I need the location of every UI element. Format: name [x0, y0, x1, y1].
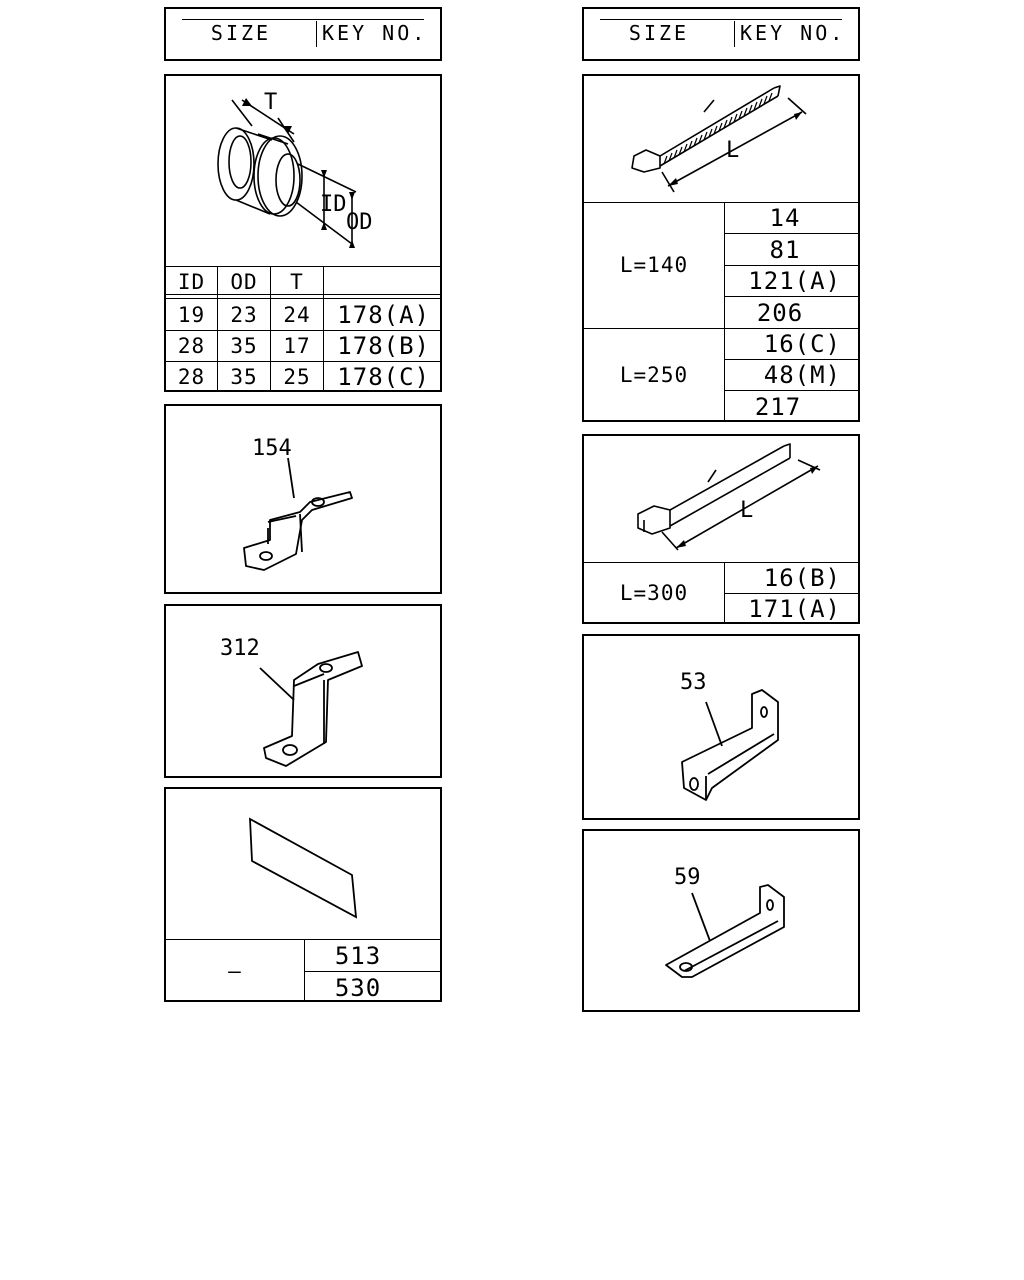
header-rule: [600, 19, 842, 20]
grommet-header-id: ID: [177, 270, 206, 294]
tie-small-rule-5: [724, 390, 860, 391]
plate-size: –: [228, 958, 242, 983]
grommet-drawing: [217, 98, 357, 248]
bracket-59-drawing: [665, 884, 785, 978]
right-header-box: SIZE KEY NO.: [582, 7, 860, 61]
grommet-row-2-key: 178(B): [337, 332, 430, 360]
tie-small-size-140: L=140: [619, 253, 689, 277]
tie-small-size-250: L=250: [619, 363, 689, 387]
plate-key-1: 513: [334, 941, 382, 970]
tie-small-table-top: [584, 202, 860, 203]
plate-box: – 513 530: [164, 787, 442, 1002]
grommet-row-1-id: 19: [177, 303, 206, 327]
tie-small-rule-1: [724, 233, 860, 234]
header-separator: [316, 21, 317, 47]
grommet-box: T ID OD ID OD T 19 23 24 178(A) 28 35 17…: [164, 74, 442, 392]
grommet-row-2-t: 17: [283, 334, 311, 358]
grommet-row-2-od: 35: [230, 334, 258, 358]
bracket-59-box: 59: [582, 829, 860, 1012]
left-header-box: SIZE KEY NO.: [164, 7, 442, 61]
tie-small-key-16c: 16(C): [763, 330, 841, 358]
grommet-table-col-2: [270, 266, 271, 392]
header-separator: [734, 21, 735, 47]
grommet-row-3-od: 35: [230, 365, 258, 389]
tie-small-key-121a: 121(A): [748, 267, 841, 295]
tie-small-rule-4: [724, 359, 860, 360]
tie-large-rule-1: [724, 593, 860, 594]
tie-large-key-171a: 171(A): [748, 595, 841, 623]
tie-small-rule-2: [724, 265, 860, 266]
bracket-154-label: 154: [252, 436, 292, 461]
grommet-row-1-od: 23: [230, 303, 258, 327]
tie-small-dim-label: L: [726, 138, 740, 163]
bracket-53-label: 53: [680, 670, 707, 695]
header-key-no: KEY NO.: [322, 21, 428, 45]
grommet-table-rule-2: [166, 361, 442, 362]
bracket-53-drawing: [681, 689, 779, 801]
tie-small-key-206: 206: [756, 298, 804, 327]
header-size: SIZE: [210, 21, 272, 45]
tie-small-key-217: 217: [754, 392, 802, 421]
tie-small-table-col: [724, 202, 725, 422]
grommet-table-header-rule: [166, 294, 442, 295]
plate-key-2: 530: [334, 973, 382, 1002]
grommet-header-od: OD: [230, 270, 258, 294]
tie-large-dim-label: L: [740, 498, 754, 523]
tie-small-key-81: 81: [769, 235, 801, 264]
tie-large-box: L L=300 16(B) 171(A): [582, 434, 860, 624]
bracket-59-label: 59: [674, 865, 701, 890]
tie-small-group-rule: [584, 328, 860, 329]
bracket-154-drawing: [243, 457, 353, 571]
grommet-header-t: T: [290, 270, 304, 294]
bracket-312-box: 312: [164, 604, 442, 778]
grommet-table-top: [166, 266, 442, 267]
tie-small-key-14: 14: [769, 204, 801, 232]
tie-large-drawing: [637, 443, 821, 551]
dim-label-od: OD: [346, 210, 373, 235]
bracket-53-box: 53: [582, 634, 860, 820]
grommet-row-3-key: 178(C): [337, 363, 430, 391]
header-key-no: KEY NO.: [740, 21, 846, 45]
tie-small-key-48m: 48(M): [763, 361, 841, 389]
header-size: SIZE: [628, 21, 690, 45]
tie-large-table-top: [584, 562, 860, 563]
plate-table-rule: [304, 971, 442, 972]
grommet-row-3-id: 28: [177, 365, 206, 389]
dim-label-id: ID: [320, 192, 347, 217]
grommet-table-header-rule2: [166, 298, 442, 299]
grommet-table-col-3: [323, 266, 324, 392]
grommet-row-1-key: 178(A): [337, 301, 430, 329]
tie-small-rule-3: [724, 296, 860, 297]
grommet-row-1-t: 24: [283, 303, 311, 327]
tie-small-drawing: [631, 85, 807, 193]
grommet-row-2-id: 28: [177, 334, 206, 358]
grommet-row-3-t: 25: [283, 365, 311, 389]
grommet-table-rule-1: [166, 330, 442, 331]
tie-large-size-300: L=300: [619, 581, 689, 605]
tie-large-key-16b: 16(B): [763, 564, 841, 592]
bracket-154-box: 154: [164, 404, 442, 594]
dim-label-t: T: [264, 90, 278, 115]
tie-small-box: L L=140 14 81 121(A) 206 L=250 16(C) 48(…: [582, 74, 860, 422]
grommet-table-col-1: [217, 266, 218, 392]
bracket-312-label: 312: [220, 636, 260, 661]
plate-table-col: [304, 939, 305, 1002]
bracket-312-drawing: [259, 651, 363, 767]
header-rule: [182, 19, 424, 20]
plate-drawing: [249, 817, 358, 919]
